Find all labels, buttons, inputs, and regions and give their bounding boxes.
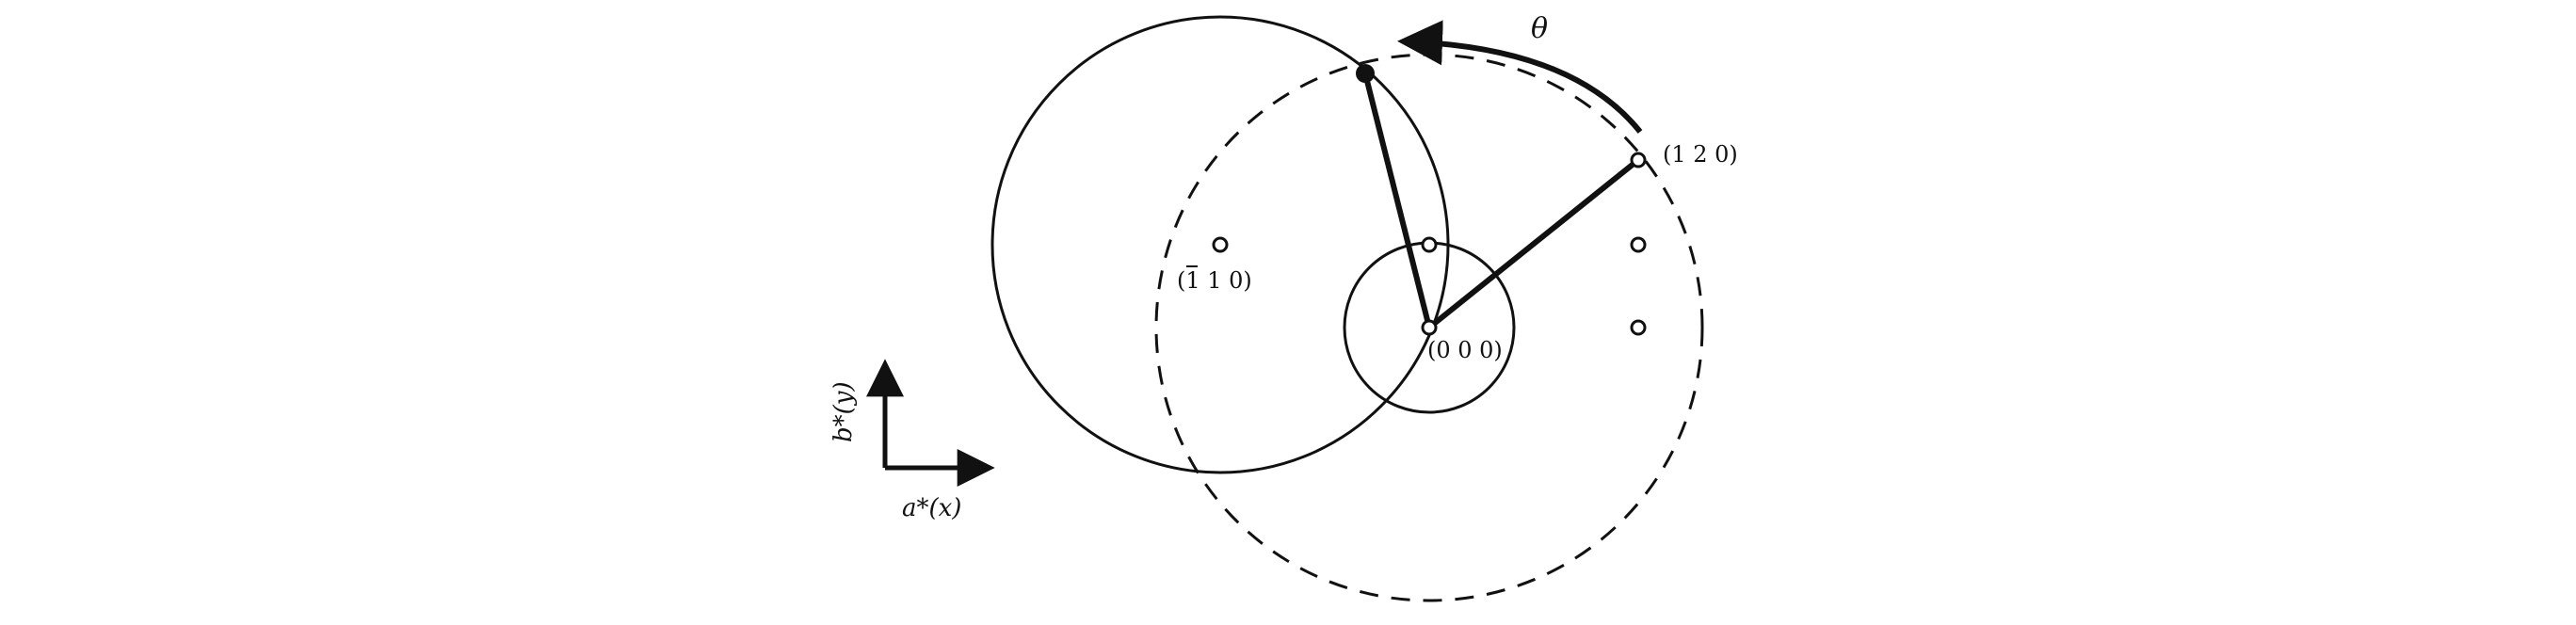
lattice-point-m110	[1212, 236, 1229, 253]
label-origin: (0 0 0)	[1427, 337, 1503, 363]
theta-label: θ	[1531, 12, 1548, 45]
lattice-point-origin	[1421, 319, 1438, 336]
lattice-point-120	[1630, 152, 1647, 168]
label-m110: (1 1 0)	[1177, 267, 1252, 294]
lattice-point-right-lower	[1630, 319, 1647, 336]
rotation-arrow-arc	[1397, 20, 1643, 134]
axis-y-label: b*(y)	[829, 381, 858, 442]
vector-origin-to-filled-point	[1362, 72, 1432, 329]
lattice-point-right-upper	[1630, 236, 1647, 253]
vector-origin-to-120	[1427, 157, 1640, 330]
lattice-point-upper-middle	[1421, 236, 1438, 253]
axis-x-label: a*(x)	[902, 494, 961, 522]
label-120: (1 2 0)	[1663, 141, 1738, 168]
filled-intersection-point	[1356, 64, 1375, 83]
